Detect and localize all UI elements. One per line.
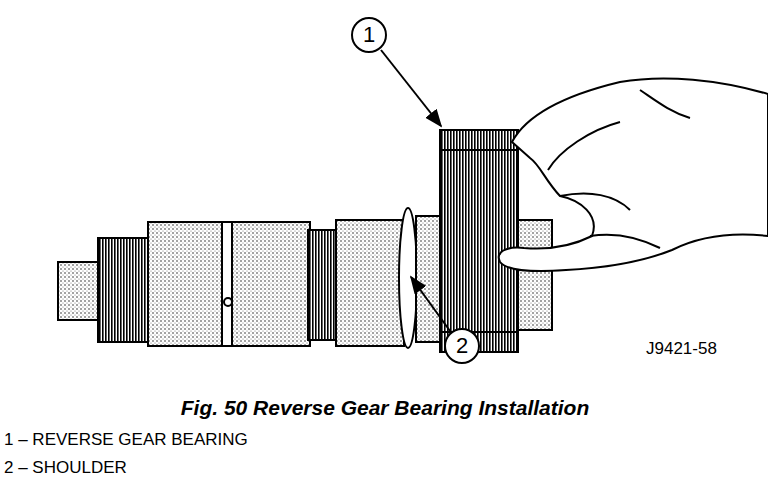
figure-id: J9421-58	[646, 340, 717, 359]
leader-line	[411, 277, 450, 331]
figure-caption: Fig. 50 Reverse Gear Bearing Installatio…	[181, 396, 590, 419]
shaft	[58, 130, 552, 352]
hand	[499, 78, 768, 271]
legend-line: 1 – REVERSE GEAR BEARING	[4, 431, 248, 450]
callout-circle: 2	[444, 328, 480, 364]
callout-circle: 1	[351, 17, 387, 53]
leader-line	[381, 50, 441, 126]
callout-number: 2	[456, 335, 468, 357]
legend-line: 2 – SHOULDER	[4, 459, 127, 478]
callout-number: 1	[363, 24, 375, 46]
